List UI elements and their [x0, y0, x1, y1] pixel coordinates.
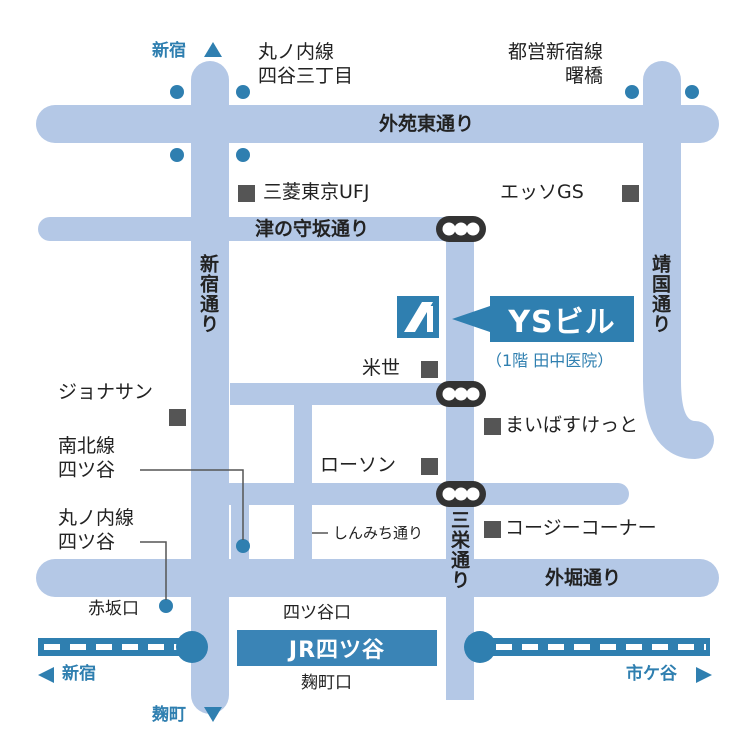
road-label-tsunokami: 津の守坂通り: [255, 218, 370, 240]
station-dot: [236, 539, 250, 553]
exit-yotsuya: 四ツ谷口: [283, 603, 351, 623]
traffic-light-icon: [436, 481, 486, 507]
station-dot: [170, 148, 184, 162]
direction-shinjuku-north: 新宿: [152, 41, 186, 61]
landmark-mufg: 三菱東京UFJ: [263, 181, 370, 203]
landmark-esso: エッソGS: [500, 181, 584, 203]
road-label-shinmichi: しんみち通り: [333, 524, 424, 542]
arrow-down-icon: [204, 707, 222, 722]
road-label-gaien-higashi: 外苑東通り: [379, 113, 475, 135]
ys-building-logo-icon: [397, 296, 439, 338]
landmark-marker-icon: [484, 521, 501, 538]
landmark-marker-icon: [169, 409, 186, 426]
arrow-left-icon: [38, 667, 54, 683]
destination-detail: （1階 田中医院）: [486, 351, 614, 370]
station-dot: [236, 85, 250, 99]
landmark-lawson: ローソン: [320, 454, 397, 476]
station-dot: [685, 85, 699, 99]
landmark-marker-icon: [622, 185, 639, 202]
traffic-light-icon: [436, 216, 486, 242]
jr-yotsuya-station: JR四ツ谷: [237, 630, 437, 666]
landmark-marker-icon: [484, 418, 501, 435]
landmark-cozy-corner: コージーコーナー: [505, 517, 657, 539]
station-dot: [236, 148, 250, 162]
road-label-sanei: 三栄通り: [448, 510, 470, 590]
station-namboku-yotsuya: 南北線 四ツ谷: [58, 435, 116, 481]
destination-callout: YSビル: [490, 296, 634, 342]
direction-shinjuku-west: 新宿: [62, 664, 96, 684]
landmark-marker-icon: [421, 361, 438, 378]
arrow-up-icon: [204, 42, 222, 57]
landmark-maibasukettoo: まいばすけっと: [505, 414, 639, 436]
landmark-marker-icon: [421, 458, 438, 475]
road-label-yasukuni: 靖国通り: [649, 254, 671, 334]
station-dot: [159, 599, 173, 613]
road-label-shinjuku: 新宿通り: [197, 254, 219, 334]
exit-akasaka: 赤坂口: [88, 599, 139, 619]
road-yasukuni: [643, 61, 714, 459]
traffic-light-icon: [436, 381, 486, 407]
exit-kojimachi: 麹町口: [301, 673, 352, 693]
direction-kojimachi: 麹町: [152, 705, 186, 725]
station-dot: [625, 85, 639, 99]
landmark-jonathan: ジョナサン: [58, 381, 154, 403]
station-dot: [170, 85, 184, 99]
road-label-sotobori: 外堀通り: [545, 567, 622, 589]
station-akebonobashi: 都営新宿線 曙橋: [508, 41, 604, 87]
station-marunouchi-yotsuya-sanchome: 丸ノ内線 四谷三丁目: [258, 41, 354, 87]
direction-ichigaya: 市ケ谷: [626, 664, 677, 684]
arrow-right-icon: [696, 667, 712, 683]
station-marunouchi-yotsuya: 丸ノ内線 四ツ谷: [58, 507, 135, 553]
landmark-beisei: 米世: [362, 357, 401, 379]
rail-west: [38, 638, 188, 656]
landmark-marker-icon: [238, 185, 255, 202]
callout-pointer: [452, 306, 490, 332]
